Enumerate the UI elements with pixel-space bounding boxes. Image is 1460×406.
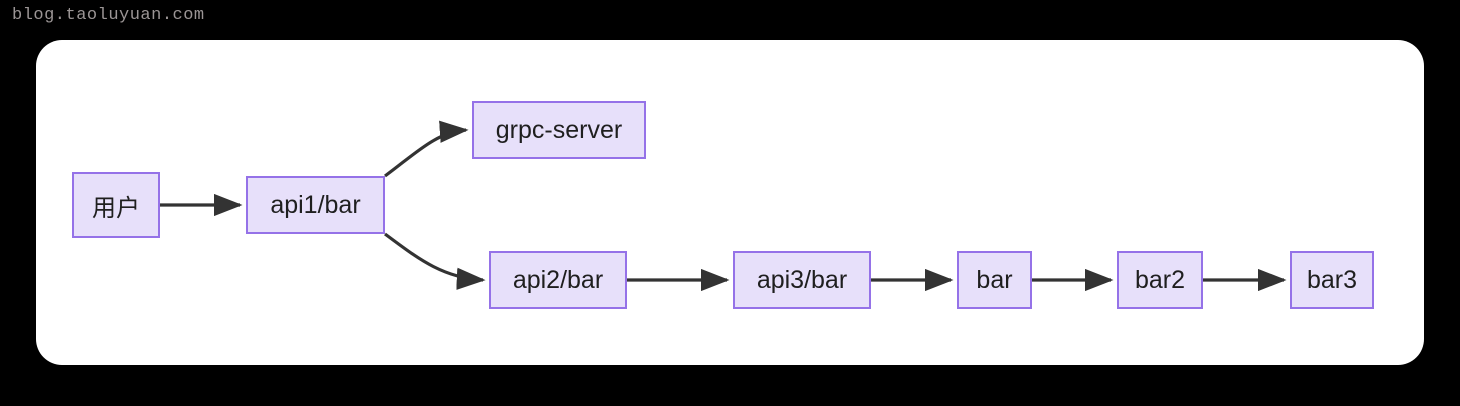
node-api3-label: api3/bar <box>756 265 848 294</box>
diagram-canvas: 用户 api1/bar grpc-server api2/bar api3/ba… <box>36 40 1424 365</box>
node-grpc-server[interactable]: grpc-server <box>472 101 646 159</box>
node-bar3[interactable]: bar3 <box>1290 251 1374 309</box>
node-bar-label: bar <box>976 265 1013 294</box>
node-user[interactable]: 用户 <box>72 172 160 238</box>
diagram-edges <box>160 120 1287 292</box>
node-api2-label: api2/bar <box>512 265 604 294</box>
node-api1-label: api1/bar <box>270 190 361 219</box>
node-bar2[interactable]: bar2 <box>1117 251 1203 309</box>
node-bar2-label: bar2 <box>1134 265 1186 294</box>
node-bar3-label: bar3 <box>1306 265 1358 294</box>
edge-api1-to-grpc-server <box>384 120 469 178</box>
edge-api1-to-api2 <box>384 232 486 290</box>
node-api1[interactable]: api1/bar <box>246 176 385 234</box>
node-bar[interactable]: bar <box>957 251 1032 309</box>
node-grpc-server-label: grpc-server <box>495 115 623 144</box>
node-user-label: 用户 <box>92 193 140 222</box>
node-api3[interactable]: api3/bar <box>733 251 871 309</box>
watermark-text: blog.taoluyuan.com <box>12 6 205 25</box>
node-api2[interactable]: api2/bar <box>489 251 627 309</box>
